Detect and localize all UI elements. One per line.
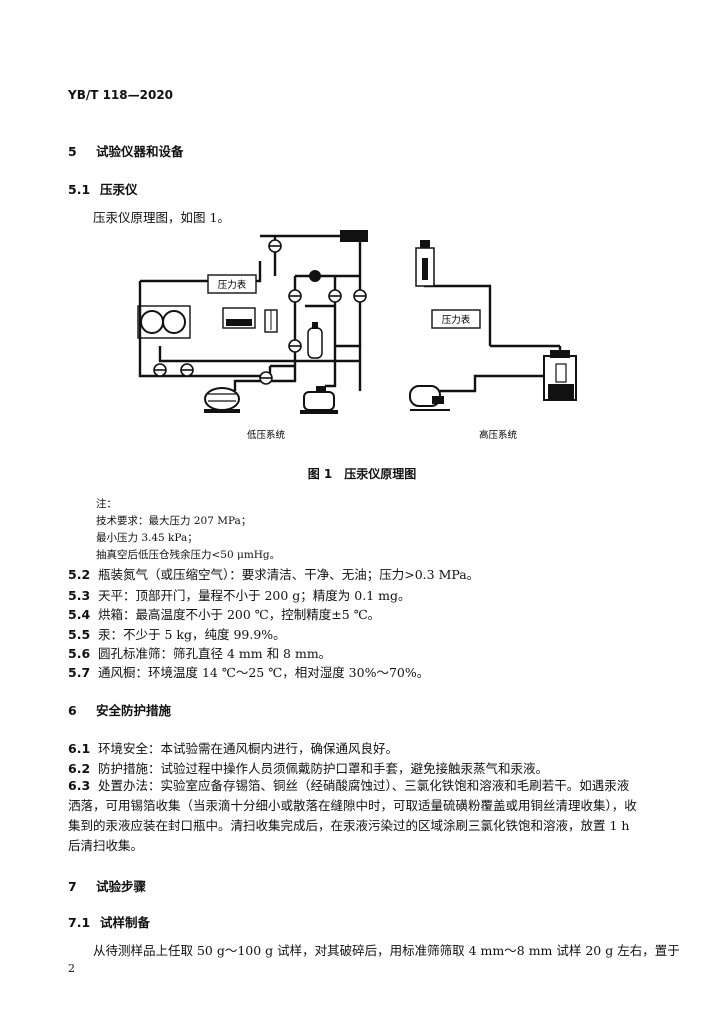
vacuum-pump-icon: [204, 387, 240, 413]
clause-text: 通风橱：环境温度 14 ℃～25 ℃，相对湿度 30%～70%。: [98, 665, 430, 680]
subsection-5-1-heading: 5.1 压汞仪: [68, 179, 138, 198]
section-5-heading: 5 试验仪器和设备: [68, 141, 184, 160]
pressure-gauge-box: [431, 309, 481, 329]
clause-text: 防护措施：试验过程中操作人员须佩戴防护口罩和手套，避免接触汞蒸气和汞液。: [98, 761, 549, 776]
high-pressure-pump-icon: [409, 385, 450, 411]
section-title: 安全防护措施: [96, 703, 172, 718]
clause-number: 6.2: [68, 761, 91, 776]
clause-number: 5.2: [68, 567, 91, 582]
clause-text: 圆孔标准筛：筛孔直径 4 mm 和 8 mm。: [98, 646, 332, 661]
clause-number: 5.5: [68, 627, 91, 642]
figure-caption: 图 1 压汞仪原理图: [307, 467, 417, 481]
note-line: 抽真空后低压仓残余压力<50 μmHg。: [96, 549, 281, 561]
gauge-icon: [140, 310, 164, 334]
procedure-text: 从待测样品上任取 50 g～100 g 试样，对其破碎后，用标准筛筛取 4 mm…: [93, 943, 680, 958]
clause-number: 6.3: [68, 778, 91, 793]
clause-item: 5.7 通风橱：环境温度 14 ℃～25 ℃，相对湿度 30%～70%。: [68, 662, 429, 681]
subsection-7-1-heading: 7.1 试样制备: [68, 912, 150, 931]
gauge-icon: [162, 310, 186, 334]
clause-text: 环境安全：本试验需在通风橱内进行，确保通风良好。: [98, 741, 399, 756]
section-number: 5: [68, 144, 77, 159]
clause-number: 5.4: [68, 607, 91, 622]
pressure-gauge-box: [207, 274, 257, 294]
clause-item: 5.5 汞：不少于 5 kg，纯度 99.9%。: [68, 624, 286, 643]
section-number: 7.1: [68, 915, 91, 930]
section-number: 5.1: [68, 182, 91, 197]
clause-number: 5.6: [68, 646, 91, 661]
note-heading: 注：: [96, 498, 117, 510]
section-title: 试验步骤: [96, 879, 147, 894]
page-number: 2: [68, 962, 75, 975]
note-line: 最小压力 3.45 kPa；: [96, 532, 198, 544]
gas-cylinder-icon: [307, 327, 323, 359]
clause-item: 5.6 圆孔标准筛：筛孔直径 4 mm 和 8 mm。: [68, 643, 331, 662]
section-7-heading: 7 试验步骤: [68, 876, 146, 895]
clause-number: 5.7: [68, 665, 91, 680]
pressure-gauge-label: 压力表: [442, 314, 471, 326]
clause-item: 5.3 天平：顶部开门，量程不小于 200 g；精度为 0.1 mg。: [68, 585, 411, 604]
clause-item: 6.2 防护措施：试验过程中操作人员须佩戴防护口罩和手套，避免接触汞蒸气和汞液。: [68, 758, 548, 777]
clause-text: 瓶装氮气（或压缩空气）：要求清洁、干净、无油；压力>0.3 MPa。: [98, 567, 480, 582]
figure-reference-text: 压汞仪原理图，如图 1。: [93, 210, 230, 225]
high-pressure-label: 高压系统: [479, 429, 518, 441]
section-number: 7: [68, 879, 77, 894]
note-line: 技术要求：最大压力 207 MPa；: [96, 515, 252, 527]
section-title: 试样制备: [100, 915, 151, 930]
porosimeter-schematic: 压力表 压力表: [137, 230, 577, 441]
pressure-gauge-label: 压力表: [218, 279, 247, 291]
document-code: YB/T 118—2020: [68, 88, 174, 102]
vacuum-trap-icon: [340, 230, 368, 242]
section-6-heading: 6 安全防护措施: [68, 700, 171, 719]
clause-item: 5.2 瓶装氮气（或压缩空气）：要求清洁、干净、无油；压力>0.3 MPa。: [68, 564, 479, 583]
vacuum-pump-icon: [300, 386, 338, 414]
clause-text: 天平：顶部开门，量程不小于 200 g；精度为 0.1 mg。: [98, 588, 411, 603]
clause-number: 5.3: [68, 588, 91, 603]
hydraulic-vessel-icon: [415, 240, 435, 287]
high-pressure-chamber-icon: [543, 350, 577, 401]
clause-text: 处置办法：实验室应备存锡箔、铜丝（经硝酸腐蚀过）、三氯化铁饱和溶液和毛刷若干。如…: [68, 778, 637, 853]
clause-item: 5.4 烘箱：最高温度不小于 200 ℃，控制精度±5 ℃。: [68, 604, 380, 623]
clause-text: 烘箱：最高温度不小于 200 ℃，控制精度±5 ℃。: [98, 607, 381, 622]
clause-text: 汞：不少于 5 kg，纯度 99.9%。: [98, 627, 286, 642]
section-title: 试验仪器和设备: [96, 144, 184, 159]
low-pressure-label: 低压系统: [247, 429, 286, 441]
clause-item: 6.1 环境安全：本试验需在通风橱内进行，确保通风良好。: [68, 738, 398, 757]
section-title: 压汞仪: [100, 182, 138, 197]
clause-number: 6.1: [68, 741, 91, 756]
section-number: 6: [68, 703, 77, 718]
